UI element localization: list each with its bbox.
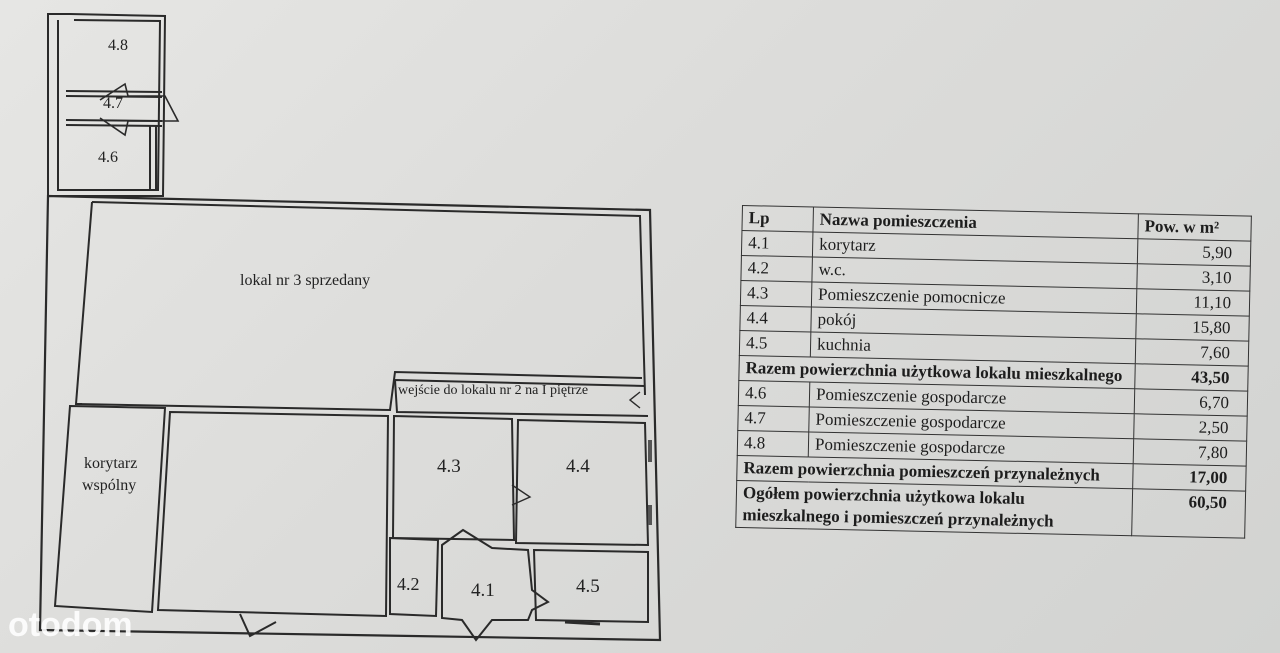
- row-area: 7,60: [1135, 338, 1249, 367]
- row-area: 7,80: [1133, 438, 1247, 467]
- row-lp: 4.2: [740, 255, 813, 282]
- room-label-4.6: 4.6: [98, 149, 118, 166]
- row-lp: 4.6: [738, 380, 810, 407]
- sold-unit-label: lokal nr 3 sprzedany: [240, 272, 370, 289]
- room-label-4.8: 4.8: [108, 37, 128, 54]
- row-lp: 4.4: [739, 305, 812, 332]
- room-area-table: Lp Nazwa pomieszczenia Pow. w m² 4.1 kor…: [735, 205, 1252, 539]
- room-label-4.5: 4.5: [576, 576, 600, 597]
- row-area: 3,10: [1136, 263, 1251, 292]
- corridor-label-line2: wspólny: [82, 477, 136, 494]
- room-label-4.1: 4.1: [471, 580, 495, 601]
- subtotal-flat-area: 43,50: [1134, 363, 1249, 392]
- otodom-watermark-logo: otodom: [8, 606, 133, 644]
- floor-plan: 4.8 4.7 4.6 lokal nr 3 sprzedany wejście…: [38, 13, 662, 642]
- row-lp: 4.5: [739, 330, 811, 357]
- row-area: 11,10: [1136, 288, 1250, 317]
- row-area: 15,80: [1135, 313, 1250, 342]
- total-label: Ogółem powierzchnia użytkowa lokalu mies…: [735, 480, 1133, 536]
- area-table-wrapper: Lp Nazwa pomieszczenia Pow. w m² 4.1 kor…: [735, 205, 1254, 539]
- storage-annex-outline: [47, 13, 167, 197]
- room-label-4.7: 4.7: [103, 95, 123, 112]
- subtotal-storage-area: 17,00: [1132, 463, 1247, 492]
- row-lp: 4.1: [741, 230, 813, 257]
- total-area: 60,50: [1131, 488, 1246, 539]
- entrance-label: wejście do lokalu nr 2 na I piętrze: [398, 383, 588, 398]
- row-lp: 4.3: [740, 280, 812, 307]
- row-area: 5,90: [1137, 238, 1251, 267]
- header-area: Pow. w m²: [1137, 213, 1252, 242]
- room-label-4.4: 4.4: [566, 456, 590, 477]
- row-area: 2,50: [1133, 413, 1248, 442]
- row-area: 6,70: [1134, 388, 1248, 417]
- room-label-4.2: 4.2: [397, 574, 420, 594]
- row-lp: 4.7: [737, 405, 810, 432]
- header-lp: Lp: [741, 205, 814, 232]
- total-row: Ogółem powierzchnia użytkowa lokalu mies…: [735, 480, 1246, 539]
- corridor-label-line1: korytarz: [84, 455, 137, 472]
- row-lp: 4.8: [737, 430, 809, 457]
- room-label-4.3: 4.3: [437, 456, 461, 477]
